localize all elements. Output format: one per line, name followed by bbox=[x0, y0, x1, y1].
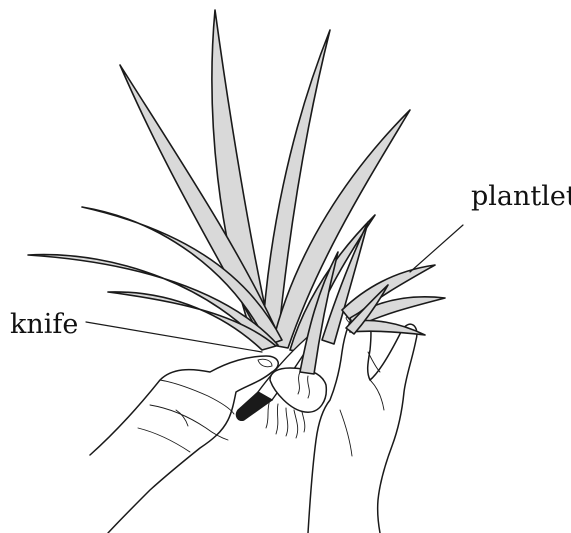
right-hand bbox=[308, 312, 417, 533]
right-hand-outline bbox=[308, 312, 417, 533]
knife-handle bbox=[236, 392, 272, 420]
left-hand bbox=[90, 356, 278, 533]
plantlet-base bbox=[270, 368, 326, 412]
roots bbox=[266, 368, 326, 438]
root-strand-4 bbox=[294, 410, 298, 438]
plantlet-label: plantlet bbox=[471, 181, 571, 212]
root-strand-3 bbox=[286, 408, 288, 436]
root-strand-2 bbox=[276, 404, 278, 434]
plantlet-leader-line bbox=[410, 225, 463, 272]
root-strand-5 bbox=[302, 412, 305, 432]
left-hand-outline bbox=[90, 356, 278, 533]
right-finger-2 bbox=[368, 352, 380, 372]
knife-label: knife bbox=[10, 309, 78, 340]
